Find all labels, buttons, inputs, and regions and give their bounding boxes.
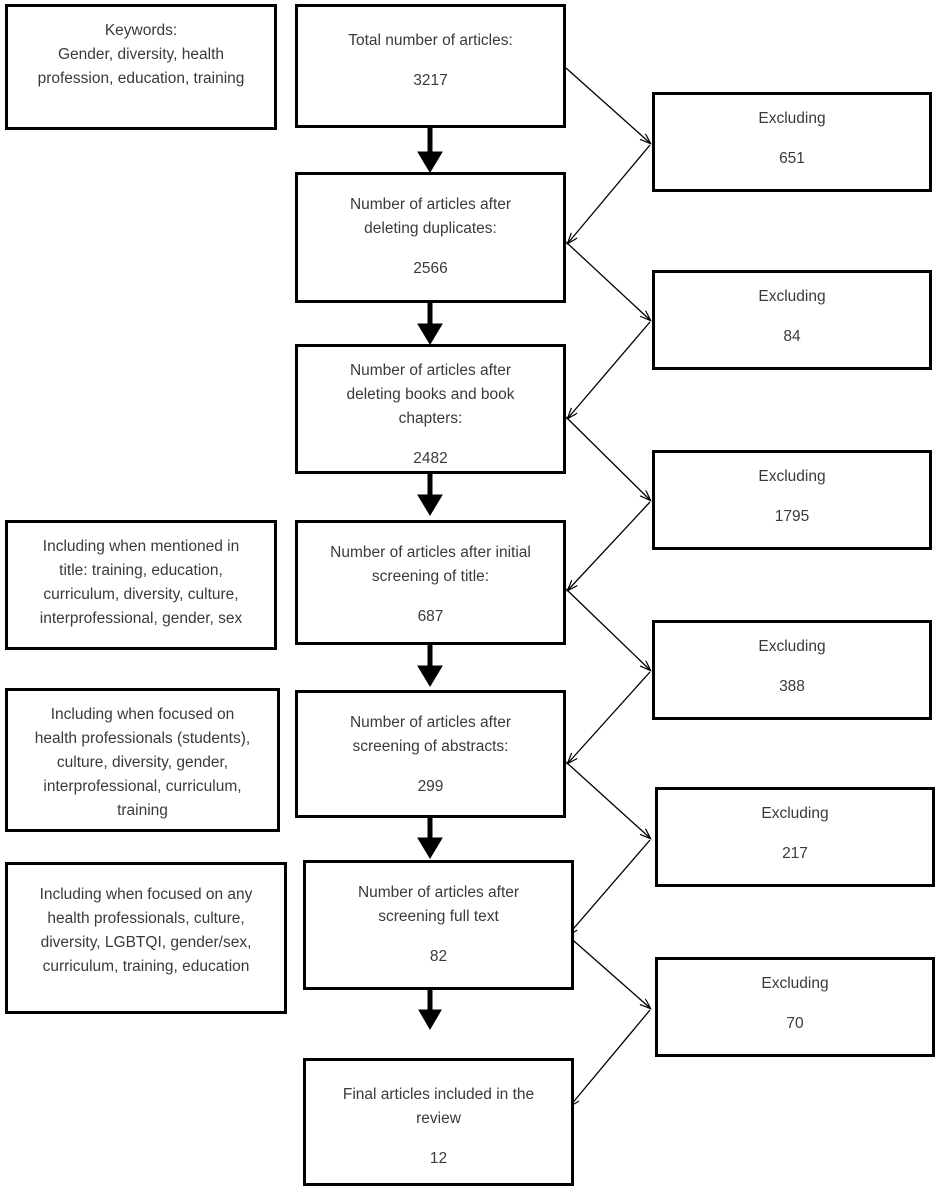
- arrow-duplicates-to-books: [417, 303, 443, 345]
- arrow-from-excluding-2: [568, 321, 651, 418]
- exclusion-box-5: Excluding 217: [655, 787, 935, 887]
- flow-box-total: Total number of articles: 3217: [295, 4, 566, 128]
- arrow-to-excluding-2: [565, 241, 650, 320]
- flow-box-after-books: Number of articles after deleting books …: [295, 344, 566, 474]
- exclusion-box-3: Excluding 1795: [652, 450, 932, 550]
- criteria-label-including-title: Including when mentioned in title: train…: [39, 538, 243, 628]
- flow-box-after-title-screening: Number of articles after initial screeni…: [295, 520, 566, 645]
- arrow-fulltext-to-final: [418, 990, 442, 1030]
- exclusion-box-2: Excluding 84: [652, 270, 932, 370]
- exclusion-value-3: 1795: [774, 508, 810, 526]
- arrow-to-excluding-6: [565, 933, 650, 1008]
- flow-label-after-abstract-screening: Number of articles after screening of ab…: [349, 714, 512, 756]
- exclusion-label-6: Excluding: [761, 975, 829, 992]
- exclusion-arrow-group: [565, 67, 651, 1106]
- exclusion-value-2: 84: [783, 328, 801, 346]
- arrow-from-excluding-6: [570, 1009, 651, 1106]
- flow-box-after-fulltext-screening: Number of articles after screening full …: [303, 860, 574, 990]
- flow-value-total: 3217: [413, 72, 448, 90]
- flow-box-after-abstract-screening: Number of articles after screening of ab…: [295, 690, 566, 818]
- flow-label-after-duplicates: Number of articles after deleting duplic…: [349, 196, 512, 238]
- exclusion-label-2: Excluding: [758, 288, 826, 305]
- arrow-to-excluding-1: [565, 67, 650, 143]
- criteria-box-keywords: Keywords: Gender, diversity, health prof…: [5, 4, 277, 130]
- arrow-from-excluding-3: [568, 501, 651, 590]
- flow-value-after-title-screening: 687: [417, 608, 444, 626]
- exclusion-label-1: Excluding: [758, 110, 826, 127]
- exclusion-label-4: Excluding: [758, 638, 826, 655]
- criteria-label-including-fulltext: Including when focused on any health pro…: [39, 886, 253, 976]
- flow-value-final-included: 12: [429, 1150, 448, 1168]
- arrow-books-to-title: [417, 474, 443, 516]
- exclusion-label-3: Excluding: [758, 468, 826, 485]
- flow-label-total: Total number of articles:: [348, 32, 513, 49]
- criteria-box-including-fulltext: Including when focused on any health pro…: [5, 862, 287, 1014]
- exclusion-label-5: Excluding: [761, 805, 829, 822]
- flow-value-after-books: 2482: [413, 450, 448, 468]
- exclusion-value-4: 388: [779, 678, 805, 696]
- flow-box-after-duplicates: Number of articles after deleting duplic…: [295, 172, 566, 303]
- flow-box-final-included: Final articles included in the review 12: [303, 1058, 574, 1186]
- arrow-to-excluding-3: [565, 416, 650, 500]
- arrow-title-to-abstracts: [417, 645, 443, 687]
- exclusion-value-5: 217: [782, 845, 808, 863]
- arrow-abstracts-to-fulltext: [417, 818, 443, 859]
- exclusion-box-4: Excluding 388: [652, 620, 932, 720]
- flow-value-after-fulltext-screening: 82: [429, 948, 448, 966]
- arrow-to-excluding-5: [565, 761, 650, 838]
- flow-label-after-books: Number of articles after deleting books …: [346, 362, 515, 428]
- arrow-from-excluding-1: [568, 144, 651, 243]
- criteria-box-including-abstract: Including when focused on health profess…: [5, 688, 280, 832]
- criteria-box-including-title: Including when mentioned in title: train…: [5, 520, 277, 650]
- arrow-to-excluding-4: [565, 588, 650, 670]
- exclusion-box-6: Excluding 70: [655, 957, 935, 1057]
- flow-label-after-title-screening: Number of articles after initial screeni…: [330, 544, 531, 586]
- flow-value-after-abstract-screening: 299: [417, 778, 444, 796]
- criteria-label-keywords: Keywords: Gender, diversity, health prof…: [37, 22, 245, 88]
- arrow-total-to-duplicates: [417, 128, 443, 173]
- flow-value-after-duplicates: 2566: [413, 260, 448, 278]
- arrow-from-excluding-5: [568, 839, 651, 935]
- criteria-label-including-abstract: Including when focused on health profess…: [34, 706, 251, 820]
- flow-label-final-included: Final articles included in the review: [342, 1086, 535, 1128]
- flow-label-after-fulltext-screening: Number of articles after screening full …: [357, 884, 520, 926]
- exclusion-box-1: Excluding 651: [652, 92, 932, 192]
- exclusion-value-1: 651: [779, 150, 805, 168]
- exclusion-value-6: 70: [786, 1015, 804, 1033]
- arrow-from-excluding-4: [568, 671, 651, 763]
